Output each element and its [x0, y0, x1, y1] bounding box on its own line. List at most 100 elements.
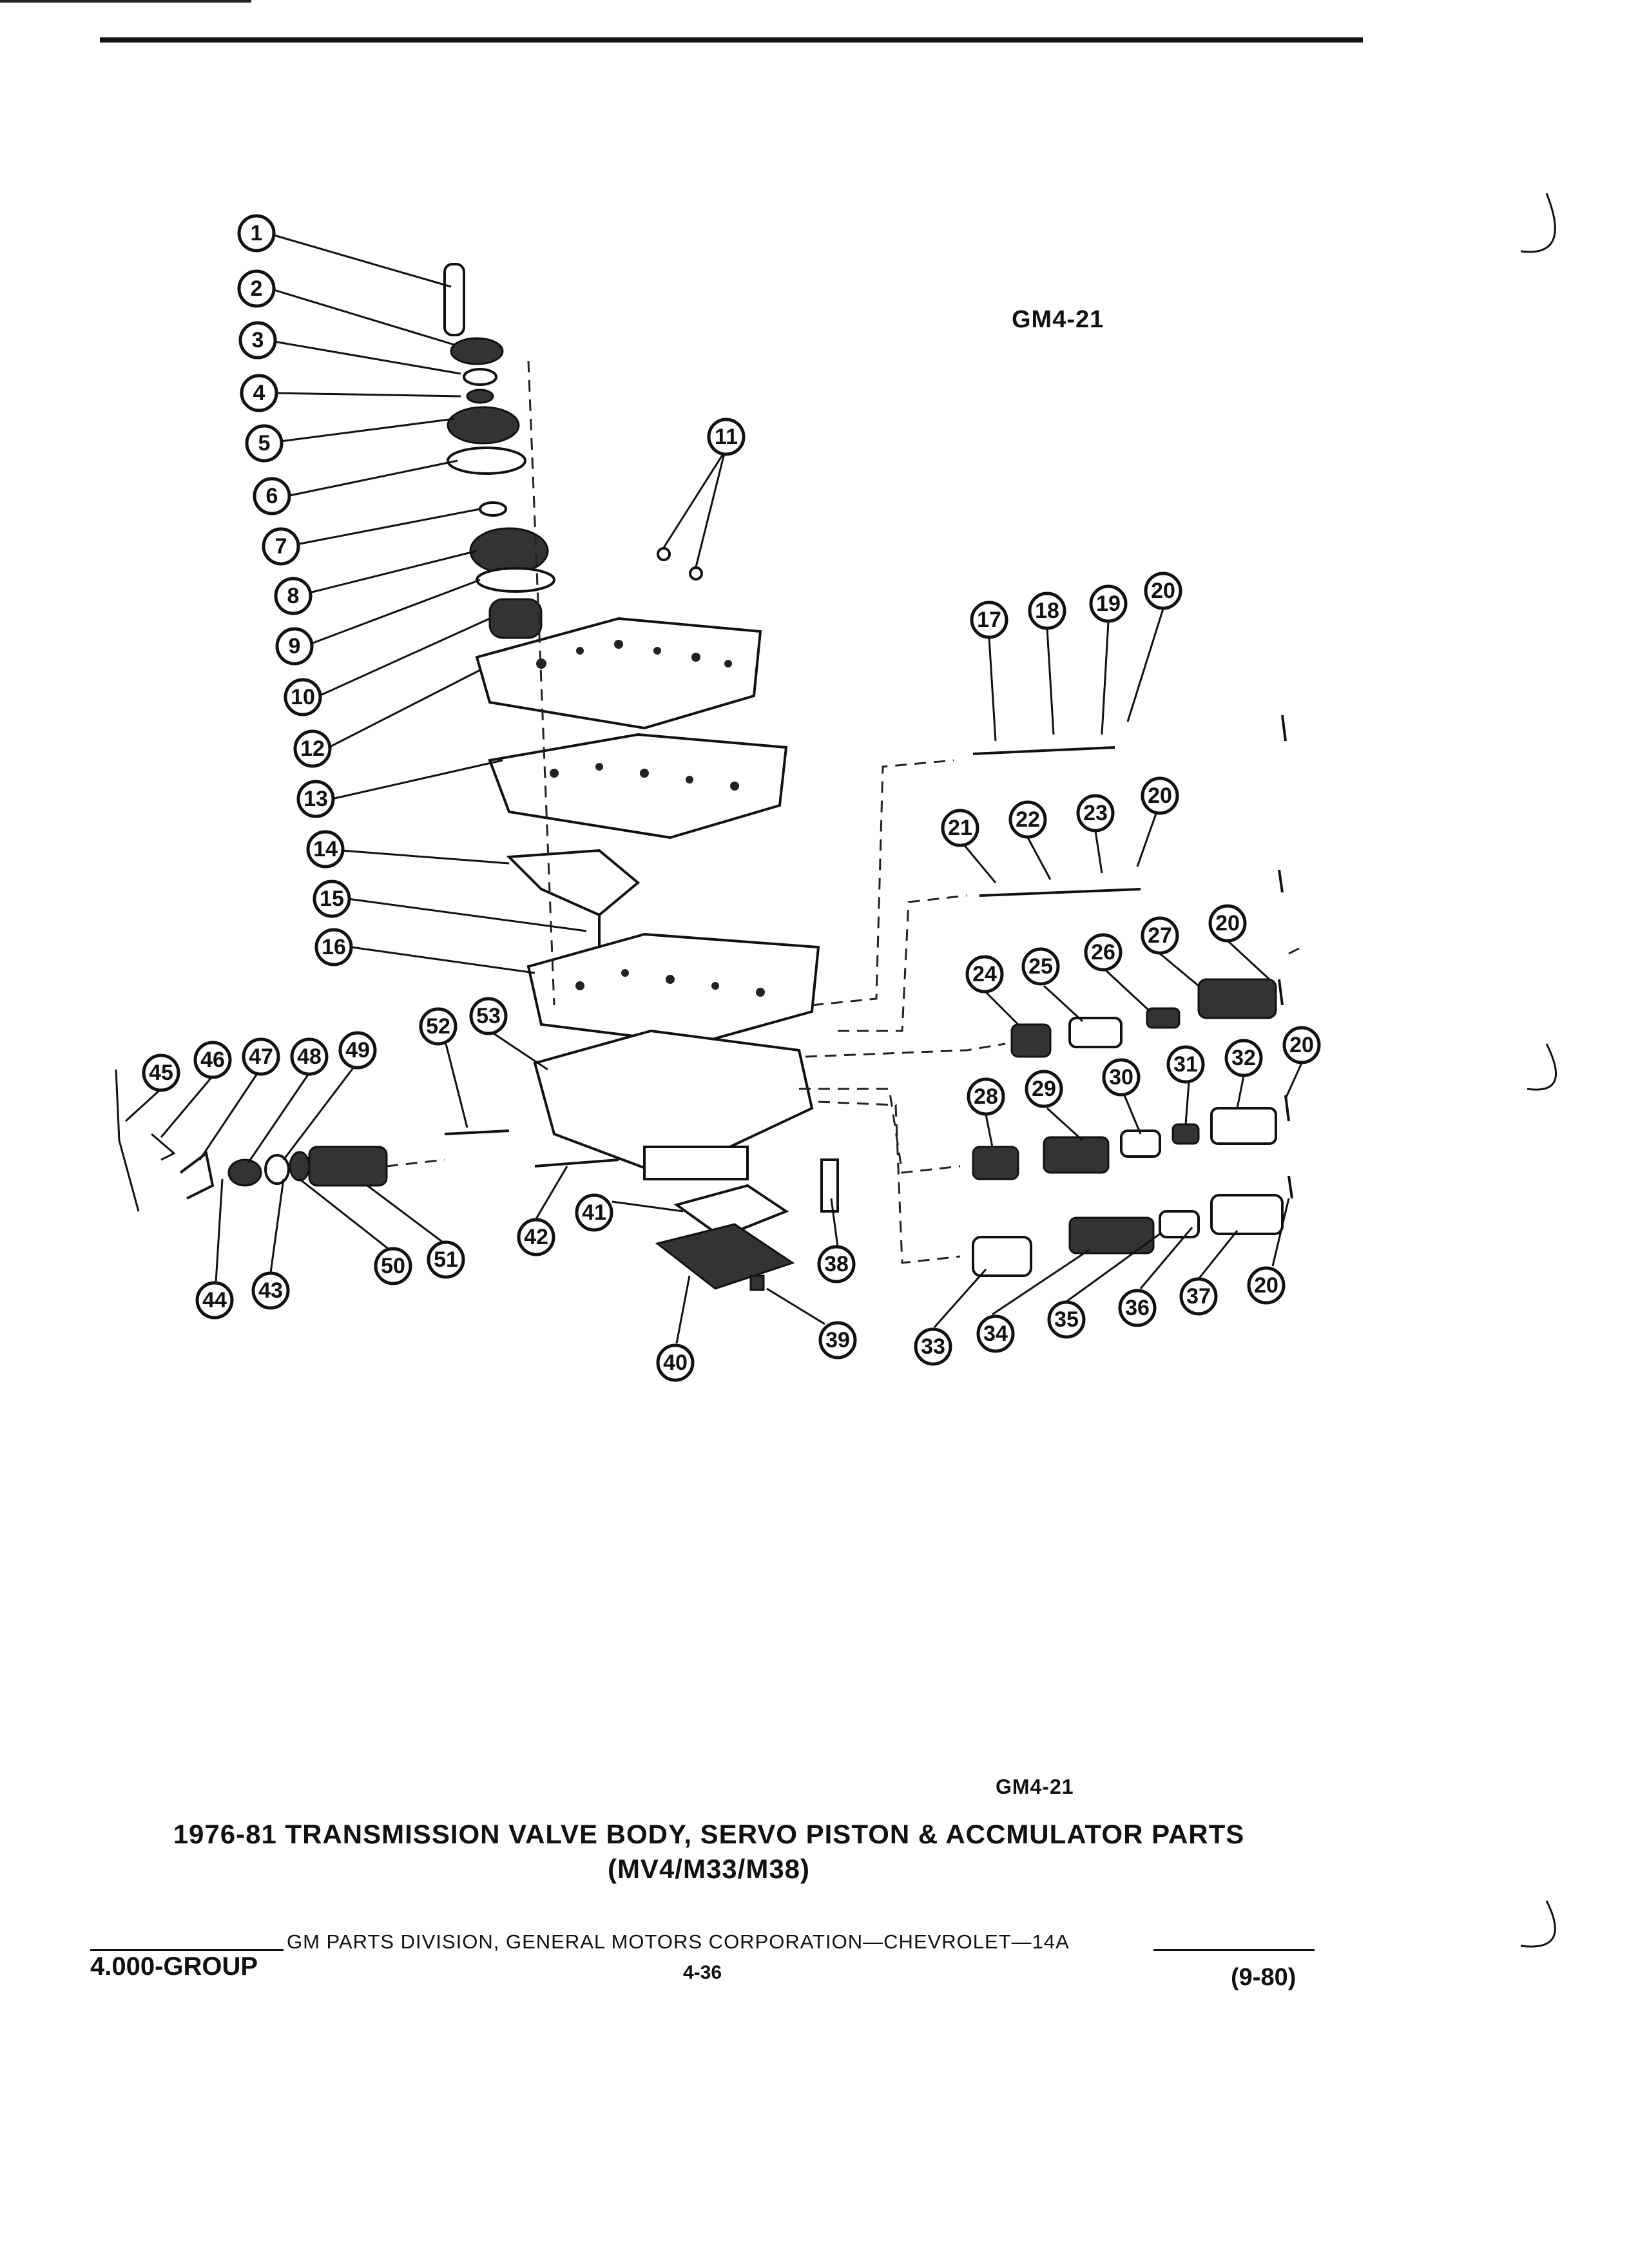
callout-29: 29 — [1025, 1070, 1063, 1108]
svg-text:15: 15 — [320, 887, 344, 911]
binder-mark — [1527, 1043, 1557, 1091]
valve-train-row1 — [972, 746, 1115, 755]
svg-text:16: 16 — [322, 935, 346, 959]
svg-text:20: 20 — [1254, 1273, 1278, 1298]
callout-12: 12 — [293, 729, 332, 768]
part-retainer — [450, 337, 504, 365]
svg-text:14: 14 — [313, 837, 338, 861]
part-ring — [466, 389, 494, 404]
callout-20: 20 — [1208, 904, 1247, 943]
callout-52: 52 — [419, 1007, 458, 1046]
svg-text:1: 1 — [251, 221, 263, 245]
callout-36: 36 — [1118, 1289, 1157, 1327]
part-spring-sleeve — [488, 598, 543, 639]
callout-46: 46 — [193, 1041, 232, 1079]
svg-text:31: 31 — [1173, 1052, 1198, 1077]
svg-text:25: 25 — [1028, 954, 1053, 979]
callout-47: 47 — [242, 1037, 280, 1076]
svg-text:6: 6 — [266, 484, 278, 508]
valve-plates — [475, 617, 820, 1046]
svg-text:11: 11 — [715, 425, 738, 449]
svg-text:20: 20 — [1289, 1033, 1314, 1057]
svg-text:52: 52 — [426, 1014, 450, 1039]
svg-text:37: 37 — [1186, 1284, 1211, 1309]
svg-text:12: 12 — [300, 736, 325, 761]
footer-group: 4.000-GROUP — [90, 1952, 258, 1981]
svg-text:5: 5 — [258, 431, 271, 456]
callout-26: 26 — [1084, 933, 1123, 972]
footer-rule-right — [1153, 1949, 1315, 1951]
part-valve-52 — [444, 1129, 510, 1135]
callout-42: 42 — [517, 1218, 555, 1256]
valve-body — [444, 1029, 839, 1291]
callout-33: 33 — [914, 1327, 952, 1366]
figure-code-bottom: GM4-21 — [996, 1775, 1074, 1798]
svg-text:3: 3 — [252, 328, 264, 352]
valve-train-row2 — [979, 888, 1141, 897]
part-washer-43 — [264, 1154, 290, 1185]
svg-text:29: 29 — [1032, 1077, 1056, 1101]
svg-text:41: 41 — [582, 1200, 606, 1225]
callout-8: 8 — [274, 577, 313, 615]
svg-text:18: 18 — [1035, 599, 1059, 623]
sleeve-32 — [1210, 1107, 1277, 1145]
callout-15: 15 — [313, 879, 351, 918]
svg-text:39: 39 — [825, 1328, 850, 1352]
callout-25: 25 — [1021, 947, 1060, 986]
valve-body-base — [643, 1146, 749, 1180]
part-clip-46 — [151, 1133, 176, 1161]
callout-28: 28 — [967, 1077, 1005, 1116]
callout-31: 31 — [1166, 1045, 1205, 1084]
callout-34: 34 — [976, 1314, 1015, 1353]
callout-16: 16 — [314, 928, 353, 966]
svg-text:42: 42 — [524, 1225, 548, 1249]
part-seal-ring — [447, 447, 526, 475]
callout-50: 50 — [374, 1247, 412, 1285]
callout-4: 4 — [240, 374, 278, 412]
part-washer — [463, 368, 497, 386]
part-rod-45 — [115, 1069, 140, 1212]
part-e-ring — [479, 501, 507, 517]
svg-text:20: 20 — [1148, 783, 1172, 808]
svg-text:23: 23 — [1083, 801, 1108, 825]
callout-53: 53 — [469, 997, 508, 1035]
part-pin — [443, 263, 465, 336]
pin-20 — [1278, 979, 1284, 1006]
svg-text:8: 8 — [287, 584, 300, 608]
callout-7: 7 — [262, 527, 300, 566]
callout-35: 35 — [1047, 1300, 1086, 1339]
callout-39: 39 — [818, 1321, 857, 1360]
valve-33 — [972, 1236, 1032, 1277]
svg-text:34: 34 — [983, 1321, 1008, 1346]
linkage-parts — [115, 1069, 388, 1212]
plate-upper-gasket — [526, 932, 820, 1046]
callout-2: 2 — [237, 269, 276, 308]
part-screw-39 — [749, 1274, 765, 1291]
svg-text:21: 21 — [948, 816, 972, 840]
svg-text:27: 27 — [1148, 923, 1172, 948]
valve-28 — [972, 1146, 1019, 1180]
callout-51: 51 — [427, 1240, 465, 1279]
callout-41: 41 — [575, 1193, 613, 1232]
svg-text:33: 33 — [921, 1334, 945, 1359]
pin-20 — [1287, 1175, 1293, 1199]
svg-text:40: 40 — [663, 1350, 688, 1375]
part-ball — [689, 566, 703, 581]
callout-19: 19 — [1089, 584, 1128, 623]
footer-rule-left — [90, 1949, 284, 1951]
callout-27: 27 — [1141, 916, 1179, 955]
callout-3: 3 — [238, 321, 277, 360]
figure-code-top: GM4-21 — [1012, 306, 1104, 333]
callout-45: 45 — [142, 1053, 180, 1092]
svg-text:50: 50 — [381, 1254, 405, 1278]
part-piston — [447, 406, 520, 445]
header-rule — [100, 37, 1363, 43]
svg-text:13: 13 — [304, 787, 328, 811]
svg-text:30: 30 — [1109, 1065, 1133, 1090]
callout-6: 6 — [253, 477, 291, 515]
page-title: 1976-81 TRANSMISSION VALVE BODY, SERVO P… — [0, 1817, 1418, 1887]
callout-20: 20 — [1247, 1266, 1286, 1305]
leader-lines — [124, 234, 1303, 1344]
callout-23: 23 — [1076, 794, 1115, 832]
svg-text:22: 22 — [1016, 807, 1040, 832]
